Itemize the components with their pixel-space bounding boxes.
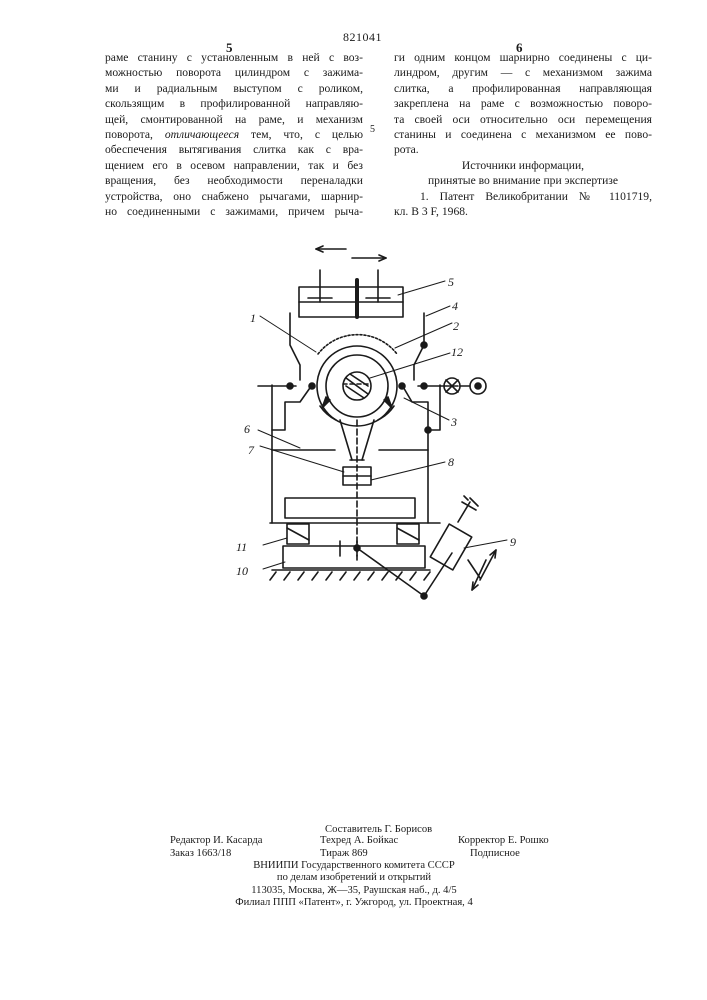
publisher-block: ВНИИПИ Государственного комитета СССР по… bbox=[170, 860, 538, 910]
leader-lines bbox=[258, 281, 507, 569]
figure-label: 5 bbox=[448, 275, 454, 289]
circulation-line: Тираж 869 bbox=[320, 848, 368, 860]
radial-projection bbox=[340, 420, 374, 560]
ingot-12 bbox=[343, 372, 371, 400]
figure-label: 4 bbox=[452, 299, 458, 313]
figure-label: 10 bbox=[236, 564, 248, 578]
direction-arrows-icon bbox=[316, 246, 386, 261]
printer-address: Филиал ППП «Патент», г. Ужгород, ул. Про… bbox=[170, 897, 538, 909]
techred-line: Техред А. Бойкас bbox=[320, 835, 398, 847]
publisher-org: ВНИИПИ Государственного комитета СССР bbox=[170, 860, 538, 872]
figure-label: 7 bbox=[248, 443, 255, 457]
editor-line: Редактор И. Касарда bbox=[170, 835, 263, 847]
guide-rails bbox=[270, 498, 440, 580]
roller-8 bbox=[343, 460, 371, 485]
publisher-address: 113035, Москва, Ж—35, Раушская наб., д. … bbox=[170, 885, 538, 897]
figure-label: 2 bbox=[453, 319, 459, 333]
rotating-cylinder bbox=[317, 335, 397, 426]
subscription-line: Подписное bbox=[470, 848, 520, 860]
figure-label: 3 bbox=[450, 415, 457, 429]
cylinder-actuator-5 bbox=[299, 270, 403, 317]
figure-label: 6 bbox=[244, 422, 250, 436]
figure-label: 8 bbox=[448, 455, 454, 469]
figure-label: 1 bbox=[250, 311, 256, 325]
rotation-lever bbox=[354, 545, 452, 599]
figure-label: 12 bbox=[451, 345, 463, 359]
publisher-dept: по делам изобретений и открытий bbox=[170, 872, 538, 884]
drive-cylinder-9 bbox=[430, 496, 496, 590]
figure-label: 11 bbox=[236, 540, 247, 554]
order-line: Заказ 1663/18 bbox=[170, 848, 231, 860]
figure-label: 9 bbox=[510, 535, 516, 549]
corrector-line: Корректор Е. Рошко bbox=[458, 835, 549, 847]
